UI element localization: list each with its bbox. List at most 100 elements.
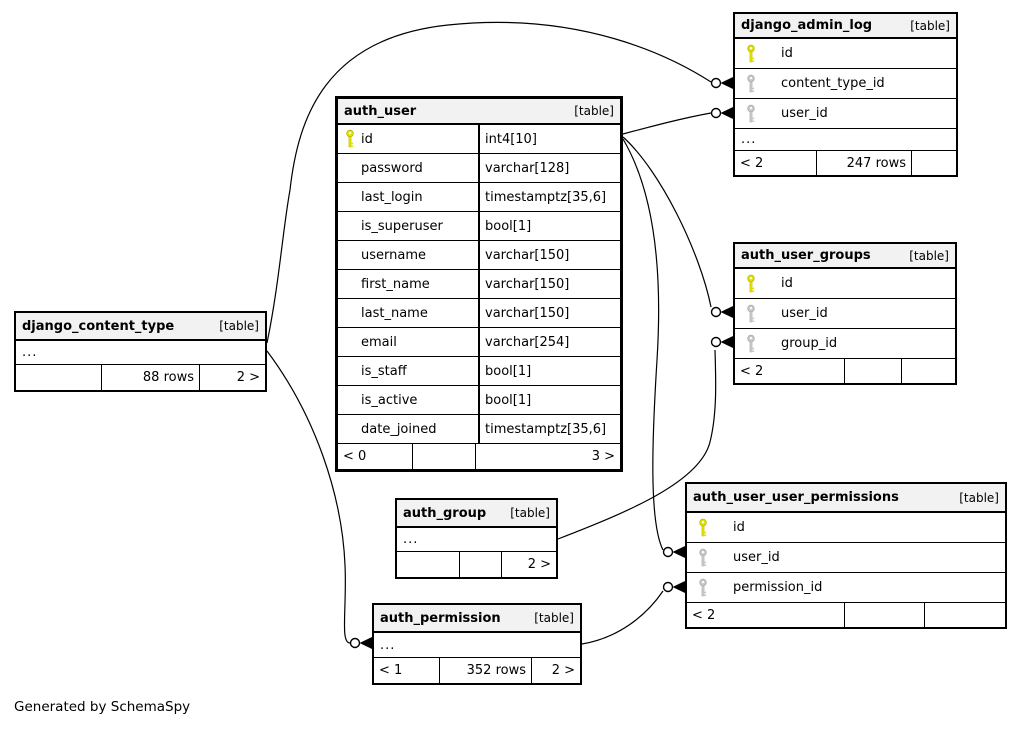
edge-django_content_type-django_admin_log [266,21,712,344]
column-row-is_active: is_active bool[1] [338,386,620,415]
table-name[interactable]: auth_group [403,505,487,521]
table-name[interactable]: auth_permission [380,610,501,626]
fk-connector-django_admin_log-user_id [710,107,733,119]
hidden-columns-row: ... [397,528,556,552]
column-row-permission_id: permission_id [687,573,1005,603]
outgoing-degree [912,151,956,175]
primary-key-icon [746,274,756,293]
edge-auth_user-auth_user_groups [622,136,712,308]
table-stats-footer: < 2 [735,359,955,383]
column-row-last_name: last_name varchar[150] [338,299,620,328]
edge-auth_group-auth_user_groups [557,349,717,540]
table-type-tag: [table] [219,319,259,333]
table-type-tag: [table] [910,18,950,33]
table-type-tag: [table] [510,506,550,520]
table-name[interactable]: auth_user_user_permissions [693,490,899,505]
column-row-id: id [735,39,956,69]
table-type-tag: [table] [959,490,999,505]
ellipsis-label: ... [380,637,396,653]
column-type: bool[1] [478,386,620,414]
column-name: id [733,520,745,535]
edge-auth_user-django_admin_log [622,112,712,135]
foreign-key-icon [746,334,756,353]
incoming-degree: < 2 [735,359,845,383]
table-header[interactable]: django_content_type [table] [16,313,265,341]
primary-key-icon [746,44,756,63]
fk-connectors [349,77,733,649]
table-name[interactable]: auth_user [344,103,417,119]
foreign-key-icon [746,74,756,93]
column-name: first_name [361,276,430,292]
fk-connector-auth_user_groups-user_id [710,306,733,318]
incoming-degree: < 2 [735,151,817,175]
table-name[interactable]: django_content_type [22,318,175,334]
column-name: group_id [781,336,838,351]
column-type: varchar[150] [478,299,620,327]
table-stats-footer: 2 > [397,552,556,577]
table-auth_group: auth_group [table]... 2 > [395,498,558,579]
table-header[interactable]: auth_user_user_permissions [table] [687,484,1005,513]
fk-connector-auth_user_groups-group_id [710,336,733,348]
table-header[interactable]: auth_group [table] [397,500,556,528]
column-type: varchar[150] [478,270,620,298]
table-header[interactable]: auth_user_groups[table] [735,244,955,269]
primary-key-icon [698,518,708,537]
table-header[interactable]: auth_permission [table] [374,605,580,633]
column-name: last_name [361,305,428,321]
foreign-key-icon [698,548,708,567]
table-stats-footer: < 2 [687,603,1005,627]
outgoing-degree [902,359,955,383]
column-name: email [361,334,397,350]
row-count [460,552,502,577]
row-count: 88 rows [102,365,200,390]
fk-connector-auth_user_user_permissions-permission_id [662,581,685,593]
primary-key-icon [345,129,355,149]
hidden-columns-row: ... [374,633,580,658]
column-name: is_staff [361,363,407,379]
row-count: 247 rows [817,151,912,175]
edge-auth_permission-auth_user_user_permissions [581,590,664,645]
column-name: last_login [361,189,423,205]
table-name[interactable]: django_admin_log [741,18,873,33]
column-row-user_id: user_id [735,299,955,329]
hidden-columns-row: ... [16,341,265,365]
column-row-is_staff: is_staff bool[1] [338,357,620,386]
column-row-id: id [687,513,1005,543]
incoming-degree [16,365,102,390]
outgoing-degree: 2 > [527,557,551,572]
column-row-user_id: user_id [735,99,956,129]
edge-django_content_type-auth_permission [266,350,351,644]
column-type: bool[1] [478,357,620,385]
table-name[interactable]: auth_user_groups [741,248,871,263]
column-type: timestamptz[35,6] [478,183,620,211]
column-type: timestamptz[35,6] [478,415,620,443]
column-name: id [361,131,373,147]
foreign-key-icon [698,578,708,597]
table-header[interactable]: django_admin_log [table] [735,14,956,39]
outgoing-degree: 3 > [591,449,615,464]
column-name: user_id [781,106,828,121]
incoming-degree: < 2 [687,603,845,627]
row-count [413,444,476,469]
column-name: is_active [361,392,418,408]
foreign-key-icon [746,304,756,323]
column-name: is_superuser [361,218,443,234]
table-type-tag: [table] [534,611,574,625]
column-name: id [781,46,793,61]
table-header[interactable]: auth_user[table] [338,99,620,125]
